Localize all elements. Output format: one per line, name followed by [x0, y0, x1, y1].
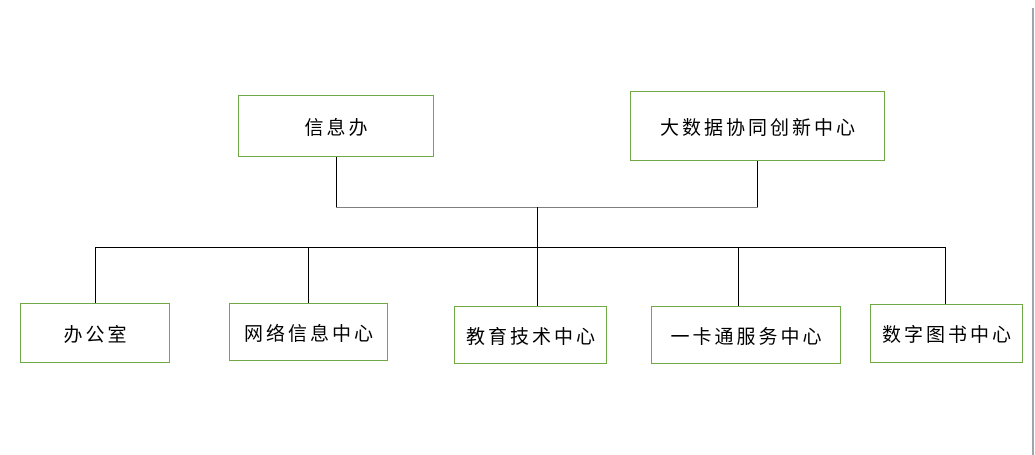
connector-information-office-drop — [336, 157, 337, 207]
node-information-office-label: 信息办 — [304, 117, 371, 139]
connector-middle-vertical — [537, 207, 538, 247]
node-big-data-collaborative-innovation-center: 大数据协同创新中心 — [630, 91, 885, 161]
connector-office-drop — [95, 247, 96, 303]
node-digital-library-center: 数字图书中心 — [870, 304, 1023, 363]
connector-big-data-center-drop — [757, 161, 758, 207]
right-edge-divider — [1032, 8, 1034, 455]
connector-bus-horizontal — [95, 247, 946, 248]
node-network-information-center: 网络信息中心 — [229, 303, 388, 361]
node-digital-library-center-label: 数字图书中心 — [881, 325, 1014, 346]
node-general-office-label: 办公室 — [63, 324, 130, 346]
node-big-data-collaborative-innovation-center-label: 大数据协同创新中心 — [659, 117, 858, 139]
node-education-technology-center-label: 教育技术中心 — [465, 326, 598, 348]
node-education-technology-center: 教育技术中心 — [454, 306, 607, 364]
connector-top-horizontal — [336, 207, 758, 208]
node-general-office: 办公室 — [20, 303, 170, 363]
connector-education-tech-center-drop — [537, 247, 538, 306]
node-information-office: 信息办 — [238, 95, 434, 157]
node-campus-card-service-center: 一卡通服务中心 — [651, 306, 841, 364]
connector-network-info-center-drop — [308, 247, 309, 303]
node-campus-card-service-center-label: 一卡通服务中心 — [670, 326, 825, 348]
connector-campus-card-center-drop — [738, 247, 739, 306]
connector-digital-library-center-drop — [945, 247, 946, 304]
node-network-information-center-label: 网络信息中心 — [243, 323, 376, 345]
